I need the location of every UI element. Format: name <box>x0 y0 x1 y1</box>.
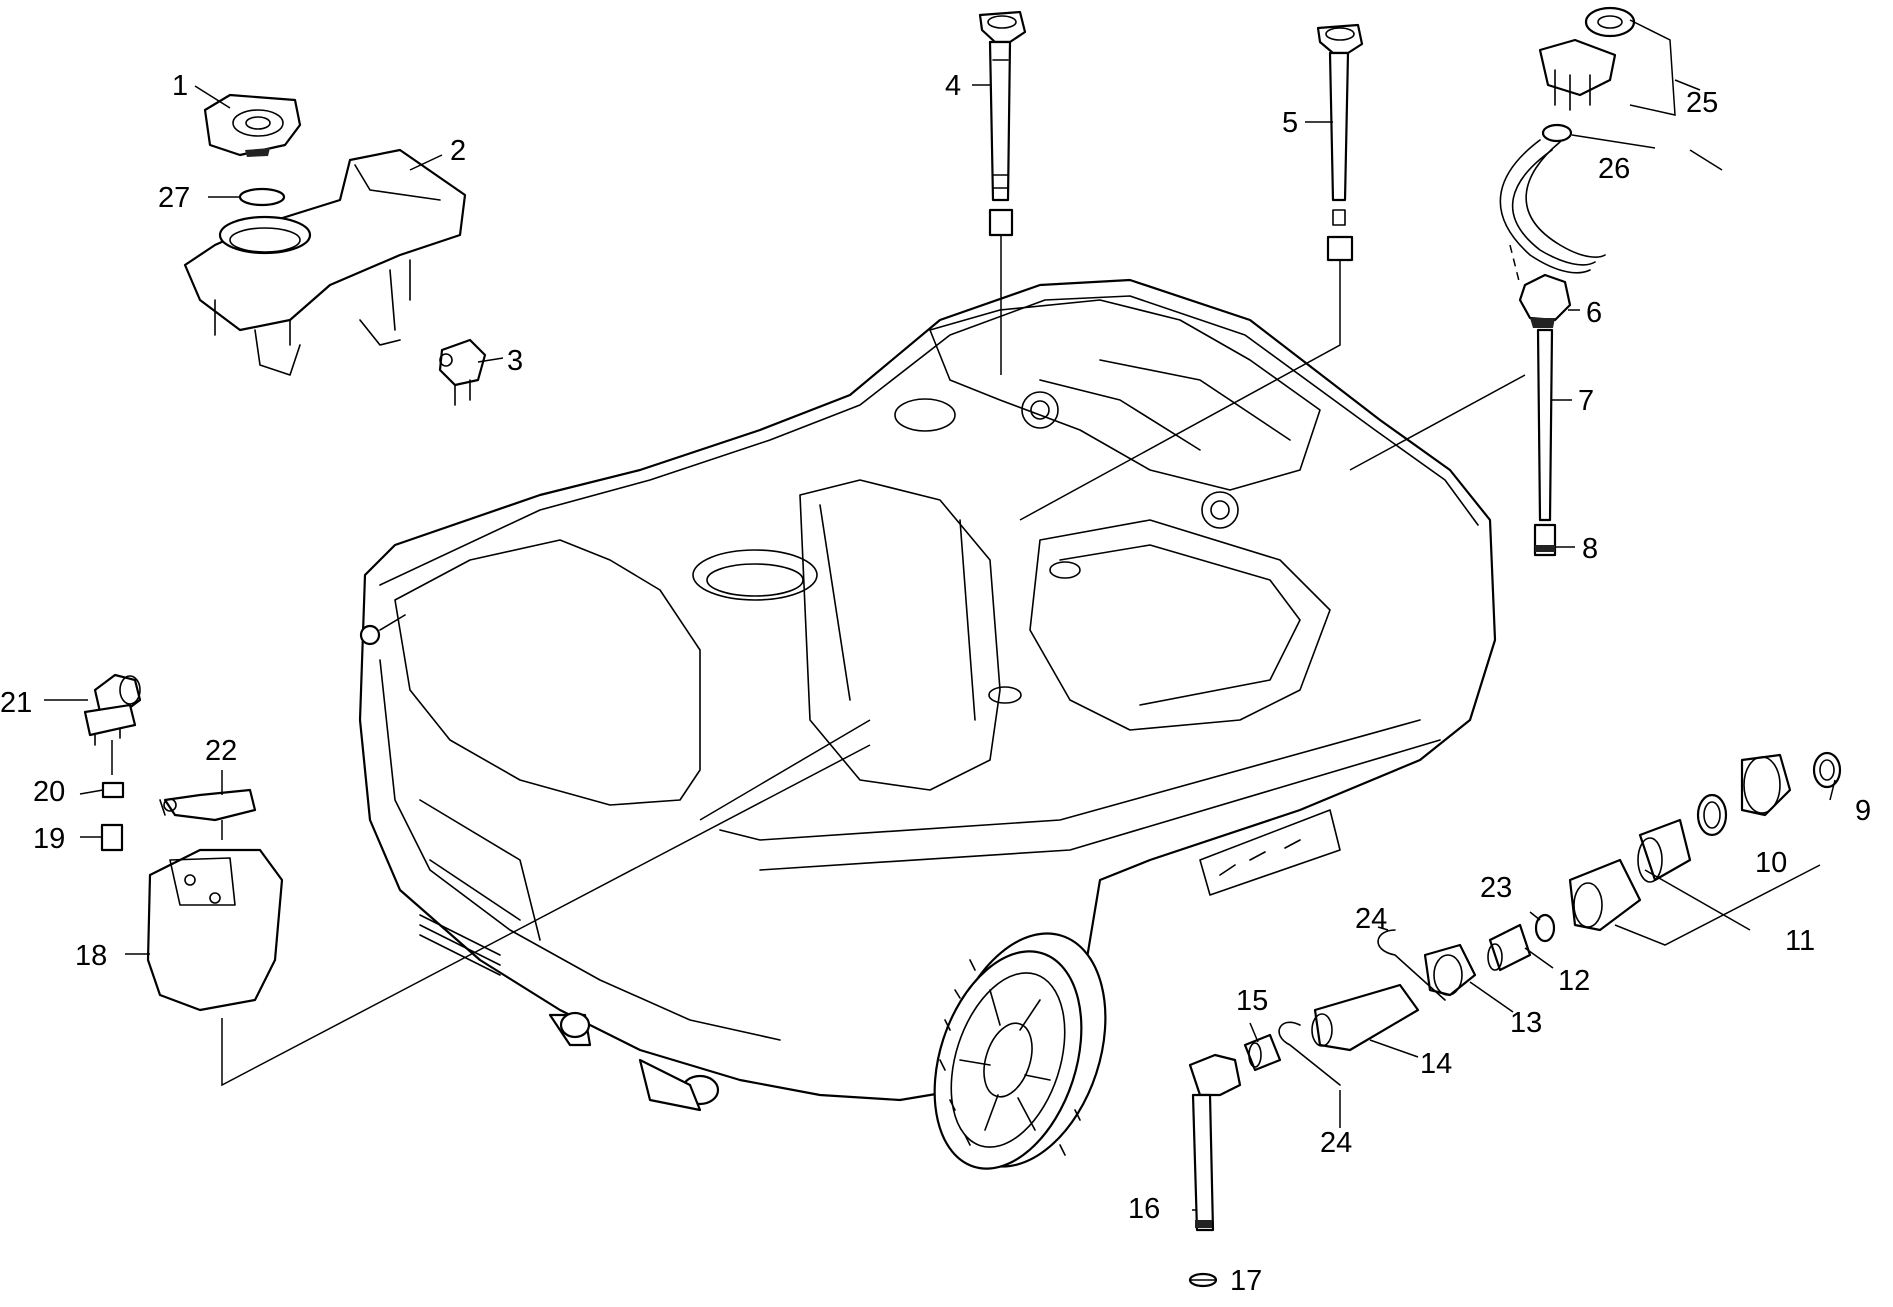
leader-18 <box>221 744 871 1087</box>
part-14-hose <box>1311 983 1420 1052</box>
leader-7 <box>1349 374 1526 471</box>
part-6-switch <box>1518 273 1572 328</box>
callout-14: 14 <box>1420 1048 1452 1080</box>
part-25-connector <box>1538 6 1701 116</box>
part-3-valve <box>438 338 487 406</box>
callout-labels: 1 2 3 4 5 6 7 8 9 10 11 12 13 14 15 16 1… <box>0 70 1871 1297</box>
part-12-nipple <box>1487 923 1532 972</box>
callout-25: 25 <box>1686 87 1718 119</box>
part-19-float <box>100 823 124 852</box>
part-7-rod <box>1536 328 1554 522</box>
callout-22: 22 <box>205 735 237 767</box>
callout-24b: 24 <box>1320 1127 1352 1159</box>
callout-5: 5 <box>1282 107 1298 139</box>
callout-21: 21 <box>0 687 32 719</box>
callout-23: 23 <box>1480 872 1512 904</box>
callout-4: 4 <box>945 70 961 102</box>
callout-1: 1 <box>172 70 188 102</box>
part-26-clamp <box>1541 123 1573 143</box>
callout-6: 6 <box>1586 297 1602 329</box>
callout-2: 2 <box>450 135 466 167</box>
part-5-tube <box>1019 23 1364 521</box>
part-16-suction-tube <box>1188 1053 1242 1232</box>
part-9-washer <box>1812 751 1842 789</box>
part-13-nut <box>1423 943 1477 997</box>
part-11-coupling <box>1568 779 1836 946</box>
callout-13: 13 <box>1510 1007 1542 1039</box>
part-18-housing <box>146 848 284 1012</box>
callout-15: 15 <box>1236 985 1268 1017</box>
callout-27: 27 <box>158 182 190 214</box>
callout-3: 3 <box>507 345 523 377</box>
part-15-fitting <box>1243 1033 1282 1072</box>
callout-17: 17 <box>1230 1265 1262 1297</box>
callout-16: 16 <box>1128 1193 1160 1225</box>
part-2-detergent-tank <box>183 148 467 376</box>
part-27-o-ring <box>238 187 286 207</box>
callout-8: 8 <box>1582 533 1598 565</box>
part-24-clips <box>1278 929 1446 1086</box>
callout-11: 11 <box>1785 925 1815 957</box>
part-21-pressure-switch <box>83 673 142 775</box>
callout-20: 20 <box>33 776 65 808</box>
part-22-bracket <box>159 788 257 840</box>
part-23-o-ring <box>1534 913 1556 943</box>
callout-12: 12 <box>1558 965 1590 997</box>
callout-leaders <box>44 84 1723 1281</box>
part-10-nut <box>1696 753 1792 837</box>
callout-10: 10 <box>1755 847 1787 879</box>
part-1-cap <box>203 93 302 157</box>
callout-9: 9 <box>1855 795 1871 827</box>
main-housing <box>358 278 1497 1112</box>
leader-21-housing <box>699 719 871 821</box>
callout-18: 18 <box>75 940 107 972</box>
callout-7: 7 <box>1578 385 1594 417</box>
part-20-magnet <box>101 781 125 799</box>
callout-26: 26 <box>1598 153 1630 185</box>
callout-19: 19 <box>33 823 65 855</box>
callout-24a: 24 <box>1355 903 1387 935</box>
part-8-float <box>1533 523 1557 557</box>
hoses-top-right <box>1499 139 1606 286</box>
wheel <box>933 932 1107 1170</box>
part-4-tube <box>978 10 1027 375</box>
